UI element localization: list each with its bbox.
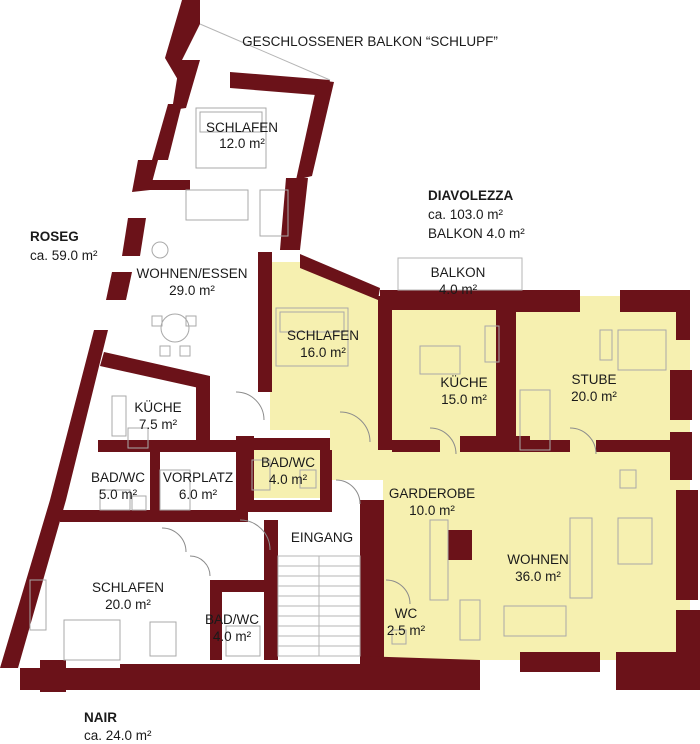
furniture: [29, 23, 667, 661]
room-name-wohnen-essen: WOHNEN/ESSEN: [136, 266, 247, 281]
apartment-name-nair: NAIR: [84, 710, 117, 725]
room-area-bad-wc-left: 5.0 m²: [99, 487, 138, 502]
room-area-bad-wc-bottom: 4.0 m²: [213, 629, 252, 644]
apartment-area-diavolezza: ca. 103.0 m²: [428, 207, 504, 222]
room-name-bad-wc-bottom: BAD/WC: [205, 612, 259, 627]
room-name-garderobe: GARDEROBE: [389, 486, 475, 501]
room-area-wohnen: 36.0 m²: [515, 569, 561, 584]
room-name-stube: STUBE: [571, 372, 616, 387]
room-area-schlafen-top: 12.0 m²: [219, 136, 265, 151]
room-area-wc: 2.5 m²: [387, 623, 426, 638]
room-area-garderobe: 10.0 m²: [409, 503, 455, 518]
diavolezza-highlight: [245, 262, 690, 660]
room-area-bad-wc-mid: 4.0 m²: [269, 472, 308, 487]
room-name-schlafen-bottom: SCHLAFEN: [92, 580, 164, 595]
apartment-area-nair: ca. 24.0 m²: [84, 728, 152, 743]
balcony-title: GESCHLOSSENER BALKON “SCHLUPF”: [242, 34, 498, 49]
apartment-name-diavolezza: DIAVOLEZZA: [428, 188, 513, 203]
walls: [0, 0, 700, 692]
room-name-balkon: BALKON: [431, 265, 486, 280]
room-name-bad-wc-mid: BAD/WC: [261, 455, 315, 470]
room-name-wohnen: WOHNEN: [507, 552, 569, 567]
room-name-eingang: EINGANG: [291, 530, 353, 545]
room-area-kueche-right: 15.0 m²: [441, 392, 487, 407]
room-area-vorplatz: 6.0 m²: [179, 487, 218, 502]
room-name-vorplatz: VORPLATZ: [163, 470, 233, 485]
apartment-balcony-diavolezza: BALKON 4.0 m²: [428, 226, 525, 241]
room-name-kueche-left: KÜCHE: [134, 400, 181, 415]
apartment-name-roseg: ROSEG: [30, 229, 79, 244]
room-area-balkon: 4.0 m²: [439, 282, 478, 297]
room-area-schlafen-bottom: 20.0 m²: [105, 597, 151, 612]
room-name-schlafen-top: SCHLAFEN: [206, 120, 278, 135]
room-area-wohnen-essen: 29.0 m²: [169, 283, 215, 298]
apartment-area-roseg: ca. 59.0 m²: [30, 248, 98, 263]
room-area-kueche-left: 7.5 m²: [139, 417, 178, 432]
room-name-kueche-right: KÜCHE: [440, 375, 487, 390]
room-area-stube: 20.0 m²: [571, 389, 617, 404]
room-name-schlafen-mid: SCHLAFEN: [287, 328, 359, 343]
room-labels: GESCHLOSSENER BALKON “SCHLUPF” SCHLAFEN …: [30, 34, 617, 743]
room-name-bad-wc-left: BAD/WC: [91, 470, 145, 485]
room-area-schlafen-mid: 16.0 m²: [300, 345, 346, 360]
room-name-wc: WC: [395, 606, 418, 621]
